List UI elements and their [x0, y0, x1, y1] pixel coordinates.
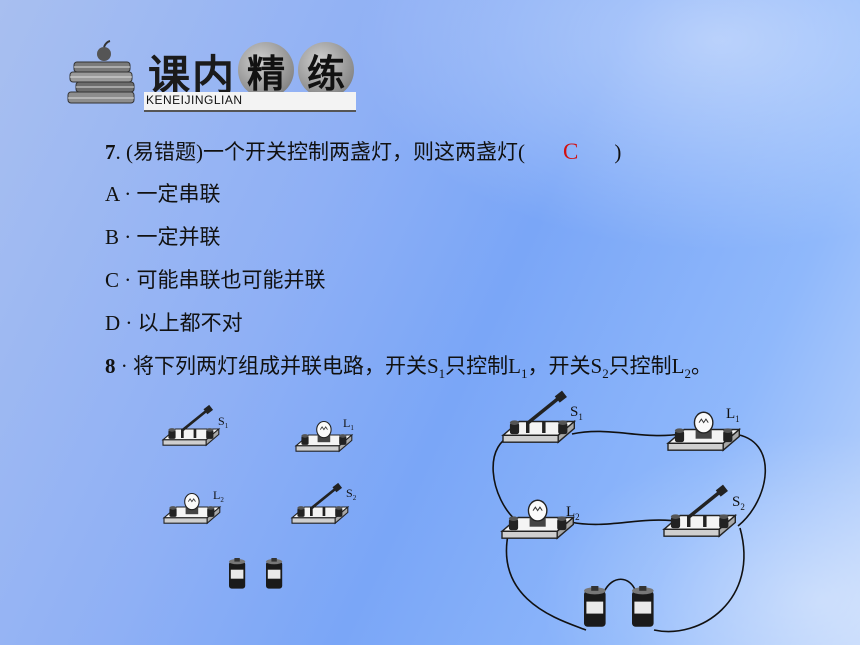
left-s1-label: S1	[218, 414, 229, 430]
q7-answer: C	[562, 139, 579, 164]
left-battery-2	[266, 558, 283, 589]
right-switch-s1	[503, 391, 574, 443]
circuit-wires	[492, 430, 767, 633]
q7-dot: .	[115, 140, 121, 164]
q8-part-d: 只控制L	[608, 354, 685, 378]
title-char-jing: 精	[238, 42, 294, 98]
q7-close: )	[614, 140, 622, 164]
q7-option-a: A · 一定串联	[105, 182, 221, 206]
q8-sub1: 1	[438, 366, 446, 382]
q8-sub3: 2	[602, 366, 609, 382]
q7-option-d: D · 以上都不对	[105, 311, 243, 335]
pinyin-bar	[144, 92, 356, 112]
left-l1-label: L1	[343, 416, 354, 432]
right-s1-label: S1	[570, 404, 583, 422]
left-lamp-l2	[164, 494, 220, 524]
q7-stem: 7. (易错题)一个开关控制两盏灯，则这两盏灯( C)	[105, 136, 621, 166]
q8-sub2: 1	[521, 366, 528, 382]
section-header: 课内 精 练 KENEIJINGLIAN	[60, 20, 370, 112]
title-char-lian: 练	[298, 42, 354, 98]
q8-sub4: 2	[684, 366, 692, 382]
q7-option-b: B · 一定并联	[105, 225, 221, 249]
pinyin-text: KENEIJINGLIAN	[146, 93, 243, 107]
q8-part-b: 只控制L	[445, 354, 521, 378]
right-lamp-l2	[502, 500, 573, 538]
right-battery-2	[632, 586, 654, 627]
left-s2-label: S2	[346, 486, 357, 502]
q8-part-c: ，开关S	[527, 354, 603, 378]
q7-option-c: C · 可能串联也可能并联	[105, 268, 326, 292]
q8-part-a: · 将下列两灯组成并联电路，开关S	[115, 354, 439, 378]
right-l1-label: L1	[726, 406, 740, 424]
q7-number: 7	[105, 140, 116, 164]
q7-text: (易错题)一个开关控制两盏灯，则这两盏灯(	[126, 140, 525, 164]
books-apple-icon	[67, 40, 135, 104]
title-text: 课内	[148, 51, 237, 100]
q8-number: 8	[105, 354, 116, 378]
right-battery-1	[584, 586, 606, 627]
left-l2-label: L2	[213, 488, 224, 504]
right-s2-label: S2	[732, 494, 745, 512]
left-switch-s2	[292, 483, 348, 523]
title-circles: 精 练	[238, 42, 358, 102]
left-battery-1	[229, 558, 246, 589]
q8-part-e: 。	[691, 354, 713, 378]
left-switch-s1	[163, 405, 219, 445]
q8-stem: 8 · 将下列两灯组成并联电路，开关S1只控制L1，开关S2只控制L2。	[105, 350, 712, 382]
right-l2-label: L2	[566, 504, 580, 522]
right-switch-s2	[664, 485, 735, 537]
